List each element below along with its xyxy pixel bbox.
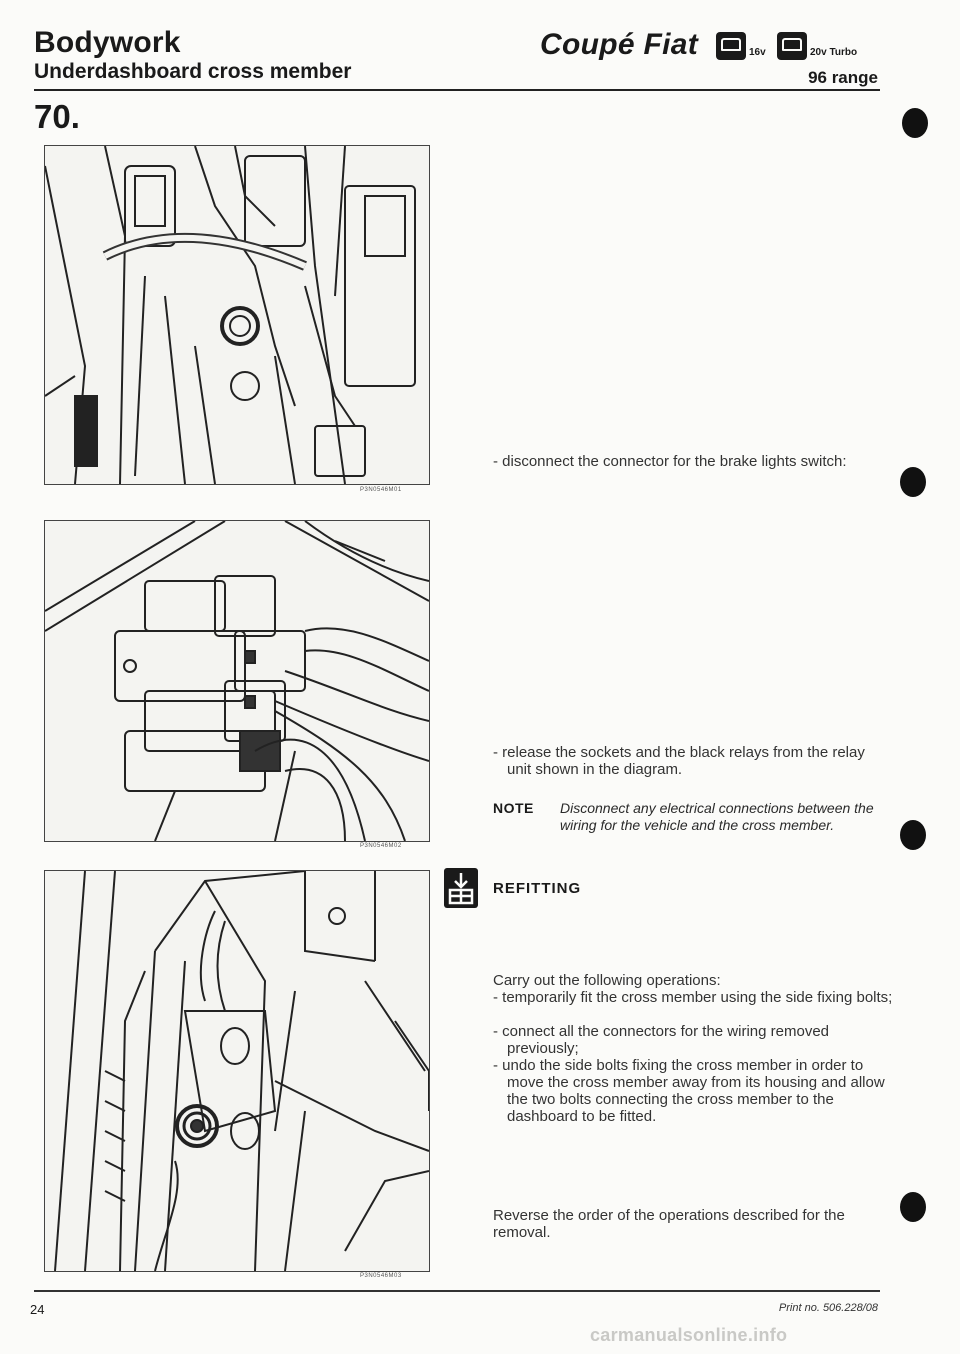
header-rule <box>34 89 880 91</box>
figure-code: P3N0546M02 <box>360 843 402 849</box>
refitting-closing: Reverse the order of the operations desc… <box>493 1207 845 1241</box>
refitting-step-1: - temporarily fit the cross member using… <box>493 989 893 1006</box>
binder-hole-icon <box>900 1192 926 1222</box>
variant-b-label: 20v Turbo <box>810 47 858 58</box>
brand-title: Coupé Fiat <box>540 28 698 61</box>
engine-icon <box>716 32 746 60</box>
removal-step-1: - disconnect the connector for the brake… <box>493 453 847 470</box>
brake-switch-illustration <box>45 146 416 484</box>
figure-brake-switch <box>44 145 430 485</box>
figure-code: P3N0546M01 <box>360 487 402 493</box>
footer-rule <box>34 1290 880 1292</box>
refitting-icon <box>444 868 478 908</box>
binder-hole-icon <box>902 108 928 138</box>
variant-a-label: 16v <box>749 47 766 58</box>
refitting-step-2: - connect all the connectors for the wir… <box>493 1023 829 1057</box>
cross-member-bolt-illustration <box>54 871 429 1271</box>
binder-hole-icon <box>900 820 926 850</box>
engine-icon <box>777 32 807 60</box>
refitting-icon-graphic <box>448 873 474 905</box>
range-label: 96 range <box>808 68 878 87</box>
section-title: Bodywork <box>34 26 181 59</box>
refitting-step-3: - undo the side bolts fixing the cross m… <box>493 1057 885 1125</box>
note-label: NOTE <box>493 800 534 816</box>
subsection-title: Underdashboard cross member <box>34 60 352 83</box>
removal-step-2: - release the sockets and the black rela… <box>493 744 865 778</box>
print-number: Print no. 506.228/08 <box>778 1302 878 1314</box>
relay-unit-illustration <box>45 521 429 841</box>
page-number: 24 <box>30 1302 45 1317</box>
figure-code: P3N0546M03 <box>360 1273 402 1279</box>
note-text: Disconnect any electrical connections be… <box>560 800 874 833</box>
watermark: carmanualsonline.info <box>590 1325 788 1345</box>
refitting-intro: Carry out the following operations: <box>493 972 721 989</box>
binder-hole-icon <box>900 467 926 497</box>
figure-cross-member-bolt <box>44 870 430 1272</box>
section-number: 70. <box>34 98 80 135</box>
figure-relay-unit <box>44 520 430 842</box>
refitting-heading: REFITTING <box>493 880 582 897</box>
